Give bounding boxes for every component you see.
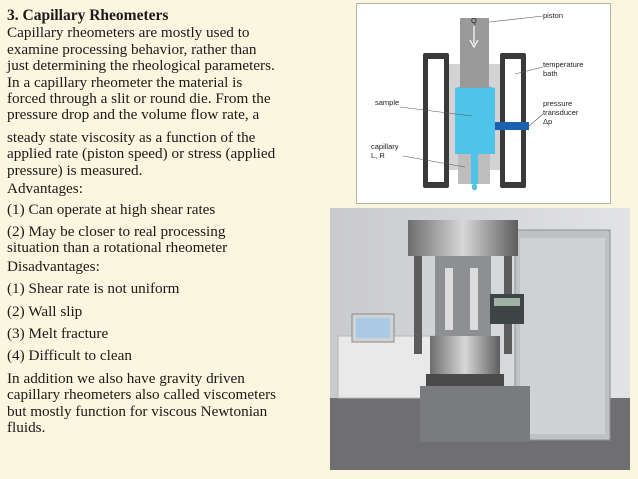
intro-line: forced through a slit or round die. From…: [7, 90, 271, 108]
advantage-line: (2) May be closer to real processing: [7, 222, 226, 240]
piston-label: piston: [543, 11, 563, 20]
advantage-line: situation than a rotational rheometer: [7, 239, 228, 257]
disadvantage-item: (4) Difficult to clean: [7, 347, 132, 365]
disadvantage-item: (1) Shear rate is not uniform: [7, 280, 180, 298]
capillary-rheometer-photo: [330, 208, 630, 470]
instrument-base: [420, 386, 530, 442]
advantage-item: (2) May be closer to real processing sit…: [7, 222, 327, 257]
disadvantages-heading: Disadvantages:: [7, 257, 100, 275]
sample-fluid: [455, 85, 495, 154]
intro-paragraph: Capillary rheometers are mostly used to …: [7, 24, 327, 124]
closing-line: fluids.: [7, 418, 46, 436]
intro-line: pressure drop and the volume flow rate, …: [7, 106, 260, 124]
capillary-label: L, R: [371, 151, 385, 160]
text-column: 3. Capillary Rheometers Capillary rheome…: [7, 7, 327, 437]
intro-line: Capillary rheometers are mostly used to: [7, 24, 250, 42]
pressure-label: transducer: [543, 108, 579, 117]
sample-label: sample: [375, 98, 399, 107]
pressure-transducer: [495, 122, 529, 130]
flow-label: Q: [471, 16, 477, 25]
rheometer-schematic: Q piston temperature bath sample pressur…: [356, 3, 611, 204]
advantages-heading: Advantages:: [7, 180, 83, 198]
capillary-label: capillary: [371, 142, 399, 151]
closing-line: In addition we also have gravity driven: [7, 369, 245, 387]
disadvantage-item: (2) Wall slip: [7, 302, 83, 320]
pressure-label: pressure: [543, 99, 572, 108]
barrel-column: [435, 256, 491, 336]
instrument-top: [408, 220, 518, 256]
closing-paragraph: In addition we also have gravity driven …: [7, 369, 327, 437]
furnace-body: [430, 336, 500, 374]
intro-line: examine processing behavior, rather than: [7, 40, 257, 58]
disadvantage-item: (3) Melt fracture: [7, 324, 109, 342]
steady-line: applied rate (piston speed) or stress (a…: [7, 145, 276, 163]
advantage-item: (1) Can operate at high shear rates: [7, 201, 327, 219]
temperature-label: temperature: [543, 60, 583, 69]
temperature-label: bath: [543, 69, 558, 78]
slide-title: 3. Capillary Rheometers: [7, 7, 169, 24]
steady-line: pressure) is measured.: [7, 161, 143, 179]
steady-line: steady state viscosity as a function of …: [7, 128, 256, 146]
advantage-line: (1) Can operate at high shear rates: [7, 201, 216, 219]
steady-state-paragraph: steady state viscosity as a function of …: [7, 128, 327, 179]
closing-line: capillary rheometers also called viscome…: [7, 386, 277, 404]
intro-line: In a capillary rheometer the material is: [7, 73, 243, 91]
pressure-label: Δp: [543, 117, 552, 126]
intro-line: just determining the rheological paramet…: [7, 57, 275, 75]
closing-line: but mostly function for viscous Newtonia…: [7, 402, 268, 420]
